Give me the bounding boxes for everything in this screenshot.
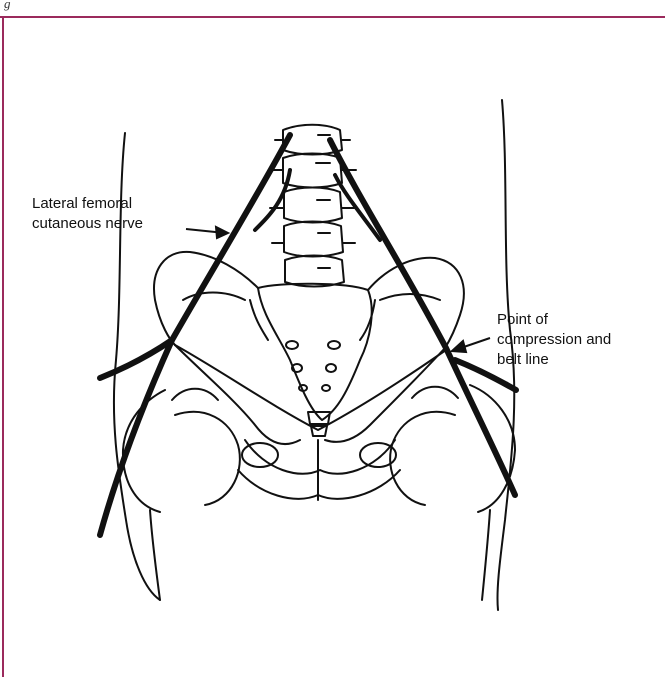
sacral-foramina bbox=[286, 341, 340, 391]
right-ilium bbox=[368, 258, 464, 348]
arrow-left-icon bbox=[452, 338, 490, 352]
compression-label-line3: belt line bbox=[497, 350, 611, 370]
compression-label-line2: compression and bbox=[497, 330, 611, 350]
nerve-label-line1: Lateral femoral bbox=[32, 194, 143, 214]
right-nerve bbox=[330, 140, 515, 495]
nerve-label: Lateral femoral cutaneous nerve bbox=[32, 194, 143, 234]
arrow-right-icon bbox=[186, 227, 228, 238]
sacrum bbox=[258, 284, 372, 420]
compression-label-line1: Point of bbox=[497, 310, 611, 330]
compression-label: Point of compression and belt line bbox=[497, 310, 611, 370]
nerve-label-line2: cutaneous nerve bbox=[32, 214, 143, 234]
